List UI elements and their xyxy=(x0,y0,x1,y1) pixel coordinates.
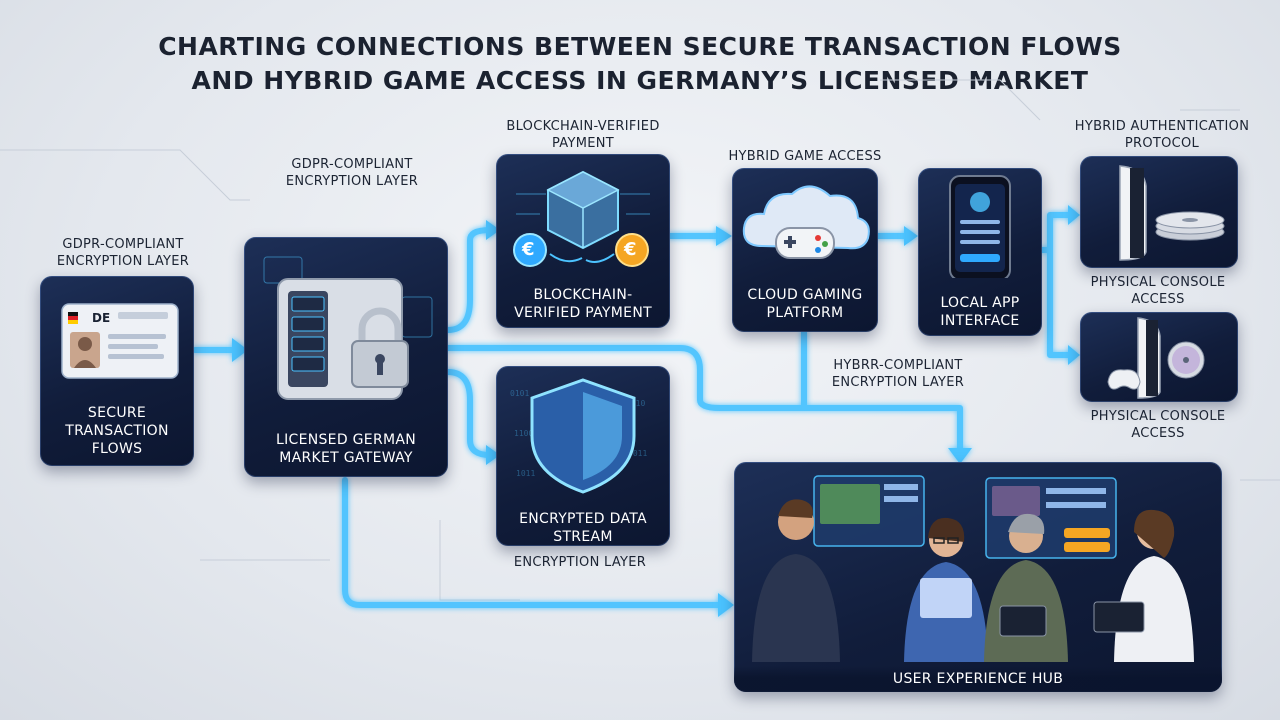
svg-text:1011: 1011 xyxy=(516,469,535,478)
hub-people-illustration xyxy=(752,475,1194,662)
wire-gateway-to-hub-bottom xyxy=(342,477,723,608)
svg-text:0101: 0101 xyxy=(510,389,529,398)
arrowhead-cloud xyxy=(716,226,732,246)
wire-gateway-to-blockchain xyxy=(445,227,493,333)
id-card-icon xyxy=(61,303,179,379)
card-gateway-caption: LICENSED GERMAN MARKET GATEWAY xyxy=(275,432,417,466)
label-physical-console-2: PHYSICAL CONSOLE ACCESS xyxy=(1090,409,1226,441)
coin-euro-right: € xyxy=(624,239,637,260)
svg-text:0011: 0011 xyxy=(628,449,647,458)
cloud-gamepad-icon xyxy=(742,185,870,259)
svg-text:1100: 1100 xyxy=(514,429,533,438)
card-user-experience-hub: USER EXPERIENCE HUB xyxy=(734,462,1222,692)
label-gdpr-left: GDPR-COMPLIANT ENCRYPTION LAYER xyxy=(56,237,190,269)
card-licensed-gateway: LICENSED GERMAN MARKET GATEWAY xyxy=(244,237,448,477)
arrowhead-hub-top xyxy=(948,448,972,464)
card-physical-console-2 xyxy=(1080,312,1238,402)
label-hybrid-auth: HYBRID AUTHENTICATION PROTOCOL xyxy=(1074,119,1250,151)
arrowhead-encrypted xyxy=(486,445,500,465)
card-encrypted-caption: ENCRYPTED DATA STREAM xyxy=(519,511,647,545)
arrowhead-hub-bottom xyxy=(718,593,734,617)
arrowhead-console-1 xyxy=(1068,205,1080,225)
card-encrypted-stream: 0101 1010 1100 0011 1011 ENCRYPTED DATA ST… xyxy=(496,366,670,546)
label-hybrid-game-access: HYBRID GAME ACCESS xyxy=(728,149,882,164)
console-controller-icon xyxy=(1107,317,1205,399)
card-local-caption: LOCAL APP INTERFACE xyxy=(940,295,1020,329)
wire-gateway-to-hub-top xyxy=(445,345,963,453)
label-physical-console-1: PHYSICAL CONSOLE ACCESS xyxy=(1090,275,1226,307)
circuit-background xyxy=(0,79,1280,601)
server-lock-icon xyxy=(263,256,433,400)
card-cloud-gaming: CLOUD GAMING PLATFORM xyxy=(732,168,878,332)
label-hybrr: HYBRR-COMPLIANT ENCRYPTION LAYER xyxy=(831,358,965,390)
card-hub-caption: USER EXPERIENCE HUB xyxy=(734,666,1222,692)
blockchain-cube-icon xyxy=(513,170,650,267)
title-line-1: CHARTING CONNECTIONS BETWEEN SECURE TRAN… xyxy=(158,32,1122,61)
label-encryption-layer: ENCRYPTION LAYER xyxy=(513,555,647,570)
arrowhead-console-2 xyxy=(1068,345,1080,365)
shield-icon: 0101 1010 1100 0011 1011 xyxy=(510,378,647,494)
svg-text:1010: 1010 xyxy=(626,399,645,408)
card-secure-transaction-flows: DE SECURE TRANSACTION FLOWS xyxy=(40,276,194,466)
wire-local-to-consoles xyxy=(1039,212,1073,358)
card-blockchain-payment: € € BLOCKCHAIN-VERIFIED PAYMENT xyxy=(496,154,670,328)
coin-euro-left: € xyxy=(522,239,535,260)
wire-gateway-to-encrypted xyxy=(445,369,493,458)
label-gdpr-top: GDPR-COMPLIANT ENCRYPTION LAYER xyxy=(285,157,419,189)
console-disc-icon xyxy=(1119,165,1225,261)
label-blockchain-top: BLOCKCHAIN-VERIFIED PAYMENT xyxy=(506,119,660,151)
card-physical-console-1 xyxy=(1080,156,1238,268)
id-card-country: DE xyxy=(92,311,111,325)
card-blockchain-caption: BLOCKCHAIN-VERIFIED PAYMENT xyxy=(514,287,652,321)
card-cloud-caption: CLOUD GAMING PLATFORM xyxy=(747,287,863,321)
card-secure-caption: SECURE TRANSACTION FLOWS xyxy=(65,405,169,457)
arrowhead-blockchain xyxy=(486,220,500,240)
arrowhead-local xyxy=(904,226,918,246)
arrowhead-secure xyxy=(232,338,248,362)
smartphone-icon xyxy=(949,175,1011,278)
card-local-app: LOCAL APP INTERFACE xyxy=(918,168,1042,336)
